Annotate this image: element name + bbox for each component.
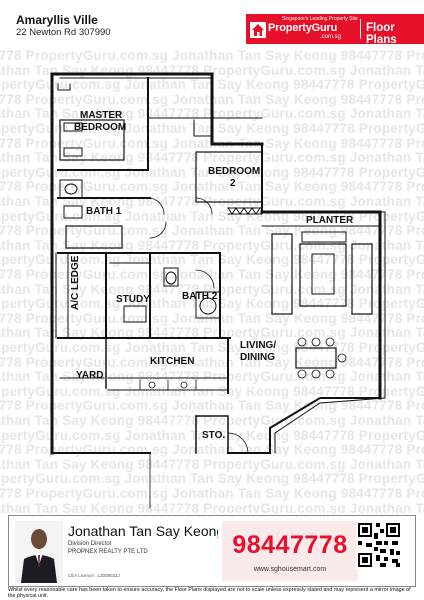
room-label-bedroom2: BEDROOM xyxy=(208,166,260,177)
brand-divider xyxy=(360,19,361,39)
agent-role: Division Director xyxy=(68,541,112,547)
brand-tagline: Singapore's Leading Property Site xyxy=(282,16,358,22)
agent-name: Jonathan Tan Say Keong xyxy=(68,523,218,539)
watermark-line: 98447778 PropertyGuru.com.sg Jonathan Ta… xyxy=(0,486,424,501)
floor-plan-area: 98447778 PropertyGuru.com.sg Jonathan Ta… xyxy=(0,48,424,513)
agent-avatar xyxy=(15,521,63,583)
room-label-master: MASTER xyxy=(80,110,123,121)
disclaimer: Whilst every reasonable care has been ta… xyxy=(8,587,411,600)
room-label-bath2: BATH 2 xyxy=(182,291,218,302)
floor-plan: MASTER BEDROOM BEDROOM 2 BATH 1 PLANTER … xyxy=(50,72,386,509)
brand-name: PropertyGuru xyxy=(268,22,338,34)
agent-card xyxy=(8,515,416,587)
agent-company: PROPNEX REALTY PTE LTD xyxy=(68,549,148,555)
watermark-line: Jonathan Tan Say Keong 98447778 Property… xyxy=(0,150,424,166)
agent-website[interactable]: www.sghousemart.com xyxy=(253,566,327,573)
room-label-yard: YARD xyxy=(76,370,103,381)
room-label-ac-ledge: A/C LEDGE xyxy=(70,255,81,310)
watermark-line: PropertyGuru.com.sg Jonathan Tan Say Keo… xyxy=(0,427,424,443)
room-label-kitchen: KITCHEN xyxy=(150,356,194,367)
watermark-line: Jonathan Tan Say Keong 98447778 Property… xyxy=(0,500,424,513)
watermark-line: 98447778 PropertyGuru.com.sg Jonathan Ta… xyxy=(0,48,424,63)
room-label-master-bedroom: BEDROOM xyxy=(74,122,126,133)
watermark-line: PropertyGuru.com.sg Jonathan Tan Say Keo… xyxy=(0,164,424,180)
contact-box[interactable]: 98447778 www.sghousemart.com xyxy=(222,521,358,581)
room-label-planter: PLANTER xyxy=(306,215,354,226)
agent-phone[interactable]: 98447778 xyxy=(232,531,348,559)
watermark-line: 98447778 PropertyGuru.com.sg Jonathan Ta… xyxy=(0,223,424,239)
header: Amaryllis Ville 22 Newton Rd 307990 Sing… xyxy=(0,0,424,48)
agent-portrait-icon xyxy=(15,521,63,583)
room-label-dining: DINING xyxy=(240,352,275,363)
watermark-line: Jonathan Tan Say Keong 98447778 Property… xyxy=(0,456,424,472)
room-label-store: STO. xyxy=(202,430,225,441)
watermark-line: 98447778 PropertyGuru.com.sg Jonathan Ta… xyxy=(0,179,424,195)
property-title: Amaryllis Ville xyxy=(16,13,98,27)
propertyguru-banner[interactable]: Singapore's Leading Property Site Proper… xyxy=(246,14,424,46)
property-address: 22 Newton Rd 307990 xyxy=(16,27,111,38)
house-logo-icon xyxy=(250,22,266,38)
room-label-bedroom2-num: 2 xyxy=(230,178,236,189)
floor-plans-label: Floor Plans xyxy=(366,22,397,46)
room-label-living: LIVING/ xyxy=(240,340,276,351)
agent-footer: Jonathan Tan Say Keong Division Director… xyxy=(0,513,424,600)
room-label-bath1: BATH 1 xyxy=(86,206,122,217)
room-label-study: STUDY xyxy=(116,294,150,305)
watermark-line: 98447778 PropertyGuru.com.sg Jonathan Ta… xyxy=(0,398,424,414)
qr-code-icon[interactable] xyxy=(356,521,402,569)
brand-domain: .com.sg xyxy=(320,34,342,40)
agent-cea-licence: CEA Licence : L3008022J xyxy=(68,573,120,578)
watermark-line: Jonathan Tan Say Keong 98447778 Property… xyxy=(0,413,424,428)
watermark-line: PropertyGuru.com.sg Jonathan Tan Say Keo… xyxy=(0,471,424,487)
